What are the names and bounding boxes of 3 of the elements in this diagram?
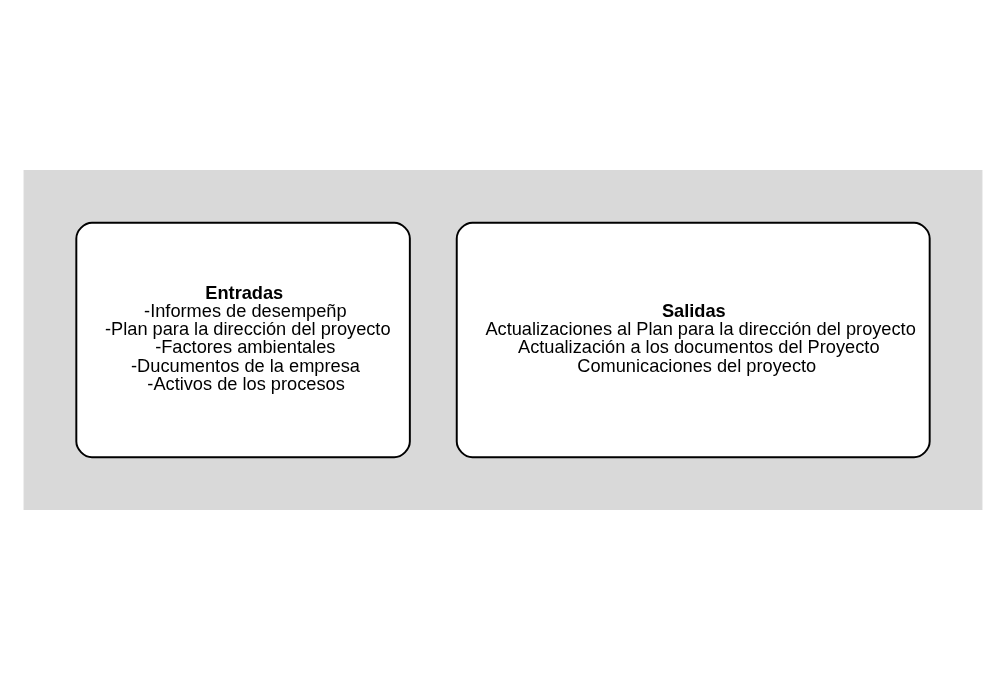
cluster [23,170,983,510]
node-box: Salidas Actualizaciones al Plan para la dirección del proyecto Actualización a los documentos del Proyecto Comunicaciones del proyecto [455,221,931,459]
node-box: Entradas -Informes de desempeñp -Plan para la dirección del proyecto -Factores ambientales -Ducumentos de la empresa -Activos de los procesos [75,221,411,459]
